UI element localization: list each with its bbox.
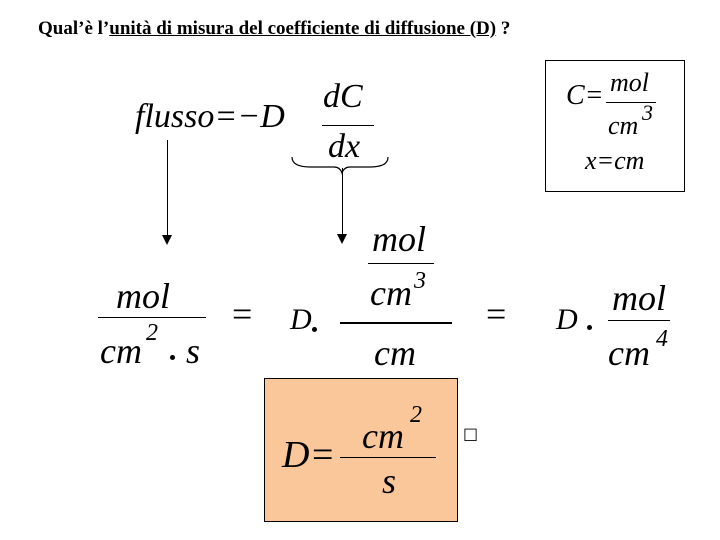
underbrace xyxy=(291,156,389,175)
dx-denominator: dx xyxy=(328,128,361,165)
left-denominator-cm: cm xyxy=(100,331,142,371)
equals-sign-1: = xyxy=(232,294,253,334)
flusso-label: flusso xyxy=(135,98,215,135)
left-fraction-line xyxy=(98,317,206,318)
dC-numerator: dC xyxy=(323,78,363,115)
missing-glyph-icon: □ xyxy=(463,424,479,443)
result-fraction-line xyxy=(340,457,436,458)
equals-sign-2: = xyxy=(486,294,507,334)
x-label: x=cm xyxy=(585,146,645,175)
equals-minus: =− xyxy=(214,98,261,135)
right-exponent: 4 xyxy=(656,326,668,352)
right-arrow-shaft xyxy=(342,168,343,234)
mid-numerator-mol: mol xyxy=(372,219,426,259)
D-symbol: D xyxy=(260,98,285,135)
left-denominator-exp: 2 xyxy=(146,320,158,346)
C-denominator: cm xyxy=(608,111,639,140)
result-numerator: cm xyxy=(362,416,404,456)
C-numerator: mol xyxy=(610,68,649,97)
result-D: D xyxy=(282,434,310,476)
mid-main-fraction-line xyxy=(340,322,452,324)
mid-inner-fraction-line xyxy=(368,263,434,264)
C-fraction-line xyxy=(606,102,656,103)
left-numerator: mol xyxy=(116,276,170,316)
reference-box xyxy=(545,60,685,192)
multiply-dot-2 xyxy=(587,325,592,330)
result-equals: = xyxy=(312,434,334,476)
mid-exp-3: 3 xyxy=(414,268,426,294)
right-arrow-head xyxy=(337,234,347,244)
result-box xyxy=(264,378,458,522)
D-symbol-1: D xyxy=(290,303,312,336)
mid-cm3: cm xyxy=(370,273,412,313)
right-denominator: cm xyxy=(608,333,650,373)
mid-denominator-cm: cm xyxy=(374,333,416,373)
left-denominator-s: s xyxy=(186,331,201,371)
left-arrow-shaft xyxy=(167,140,168,235)
D-symbol-2: D xyxy=(556,303,578,336)
C-label: C= xyxy=(566,80,604,111)
right-numerator: mol xyxy=(612,278,666,318)
result-denominator: s xyxy=(382,461,397,501)
multiply-dot-1 xyxy=(312,327,317,332)
multiply-dot-left xyxy=(170,355,175,360)
C-exponent: 3 xyxy=(642,100,653,125)
right-fraction-line xyxy=(608,320,670,321)
page-title: Qual’è l’unità di misura del coefficient… xyxy=(38,18,511,39)
dC-dx-fraction-line xyxy=(322,125,374,126)
result-exponent: 2 xyxy=(410,402,422,428)
left-arrow-head xyxy=(162,235,172,245)
title-underlined: unità di misura del coefficiente di diff… xyxy=(109,18,497,39)
flux-equation: flusso=−D xyxy=(135,98,285,136)
